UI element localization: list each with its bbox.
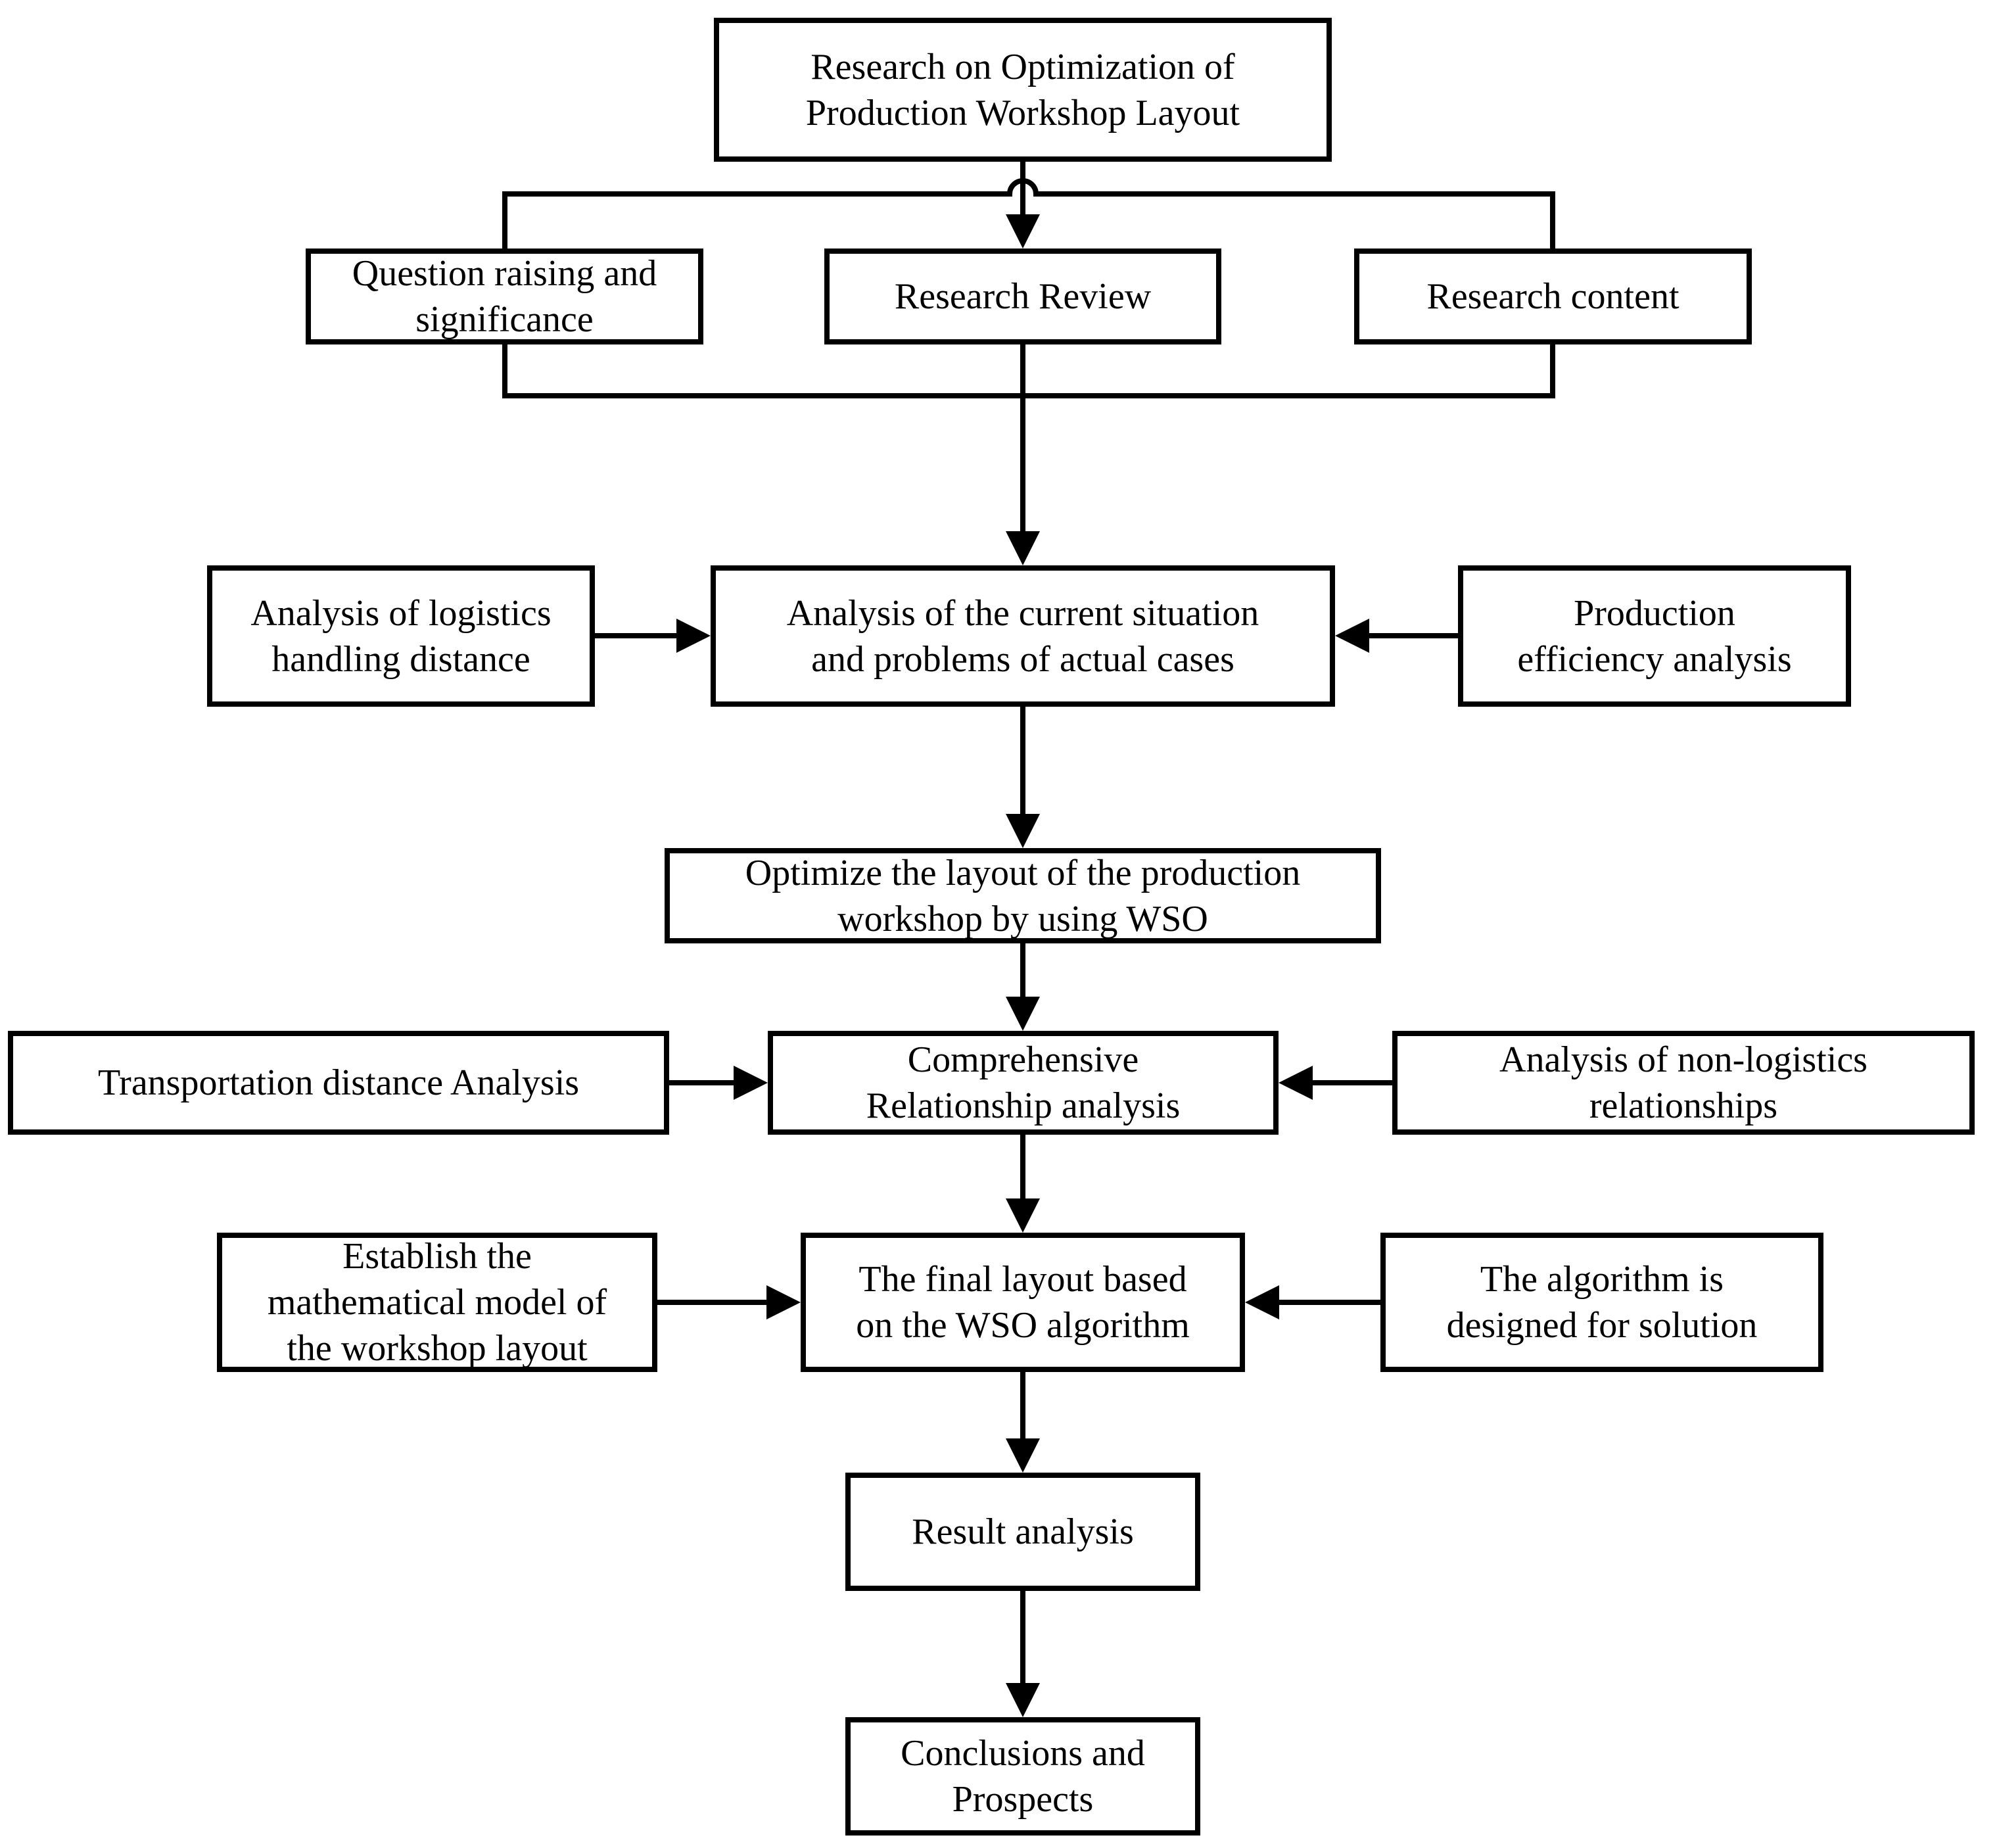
arrowhead-optimize-to-comprehensive [1006, 997, 1040, 1031]
node-result-analysis: Result analysis [845, 1473, 1200, 1591]
node-final-layout: The final layout based on the WSO algori… [801, 1233, 1245, 1372]
bracket-top-branch [502, 178, 1555, 249]
node-transportation-distance: Transportation distance Analysis [8, 1031, 669, 1135]
node-optimize-wso: Optimize the layout of the production wo… [665, 848, 1381, 943]
node-research-content: Research content [1354, 249, 1752, 344]
node-analysis-logistics: Analysis of logistics handling distance [207, 565, 595, 707]
node-analysis-current-situation: Analysis of the current situation and pr… [711, 565, 1335, 707]
node-non-logistics: Analysis of non-logistics relationships [1392, 1031, 1975, 1135]
arrowhead-nonlogistics-to-comprehensive [1279, 1066, 1313, 1100]
node-question-raising: Question raising and significance [306, 249, 703, 344]
node-algorithm-design: The algorithm is designed for solution [1380, 1233, 1823, 1372]
arrowhead-transportation-to-comprehensive [734, 1066, 768, 1100]
arrowhead-result-to-conclusions [1006, 1683, 1040, 1717]
arrowhead-review-to-current [1006, 531, 1040, 565]
arrowhead-current-to-optimize [1006, 814, 1040, 848]
arrowhead-comprehensive-to-final [1006, 1198, 1040, 1233]
arrowhead-establish-to-final [766, 1285, 801, 1319]
arrowhead-efficiency-to-current [1335, 619, 1369, 653]
arrowhead-algorithm-to-final [1245, 1285, 1279, 1319]
bracket-bottom-merge [502, 344, 1555, 398]
node-conclusions: Conclusions and Prospects [845, 1717, 1200, 1836]
arrowhead-top-to-review [1006, 214, 1040, 249]
arrowhead-logistics-to-current [676, 619, 711, 653]
node-research-optimization: Research on Optimization of Production W… [714, 18, 1332, 162]
node-establish-model: Establish the mathematical model of the … [217, 1233, 657, 1372]
node-production-efficiency: Production efficiency analysis [1458, 565, 1851, 707]
node-research-review: Research Review [824, 249, 1221, 344]
arrowhead-final-to-result [1006, 1438, 1040, 1473]
node-comprehensive-relationship: Comprehensive Relationship analysis [768, 1031, 1279, 1135]
